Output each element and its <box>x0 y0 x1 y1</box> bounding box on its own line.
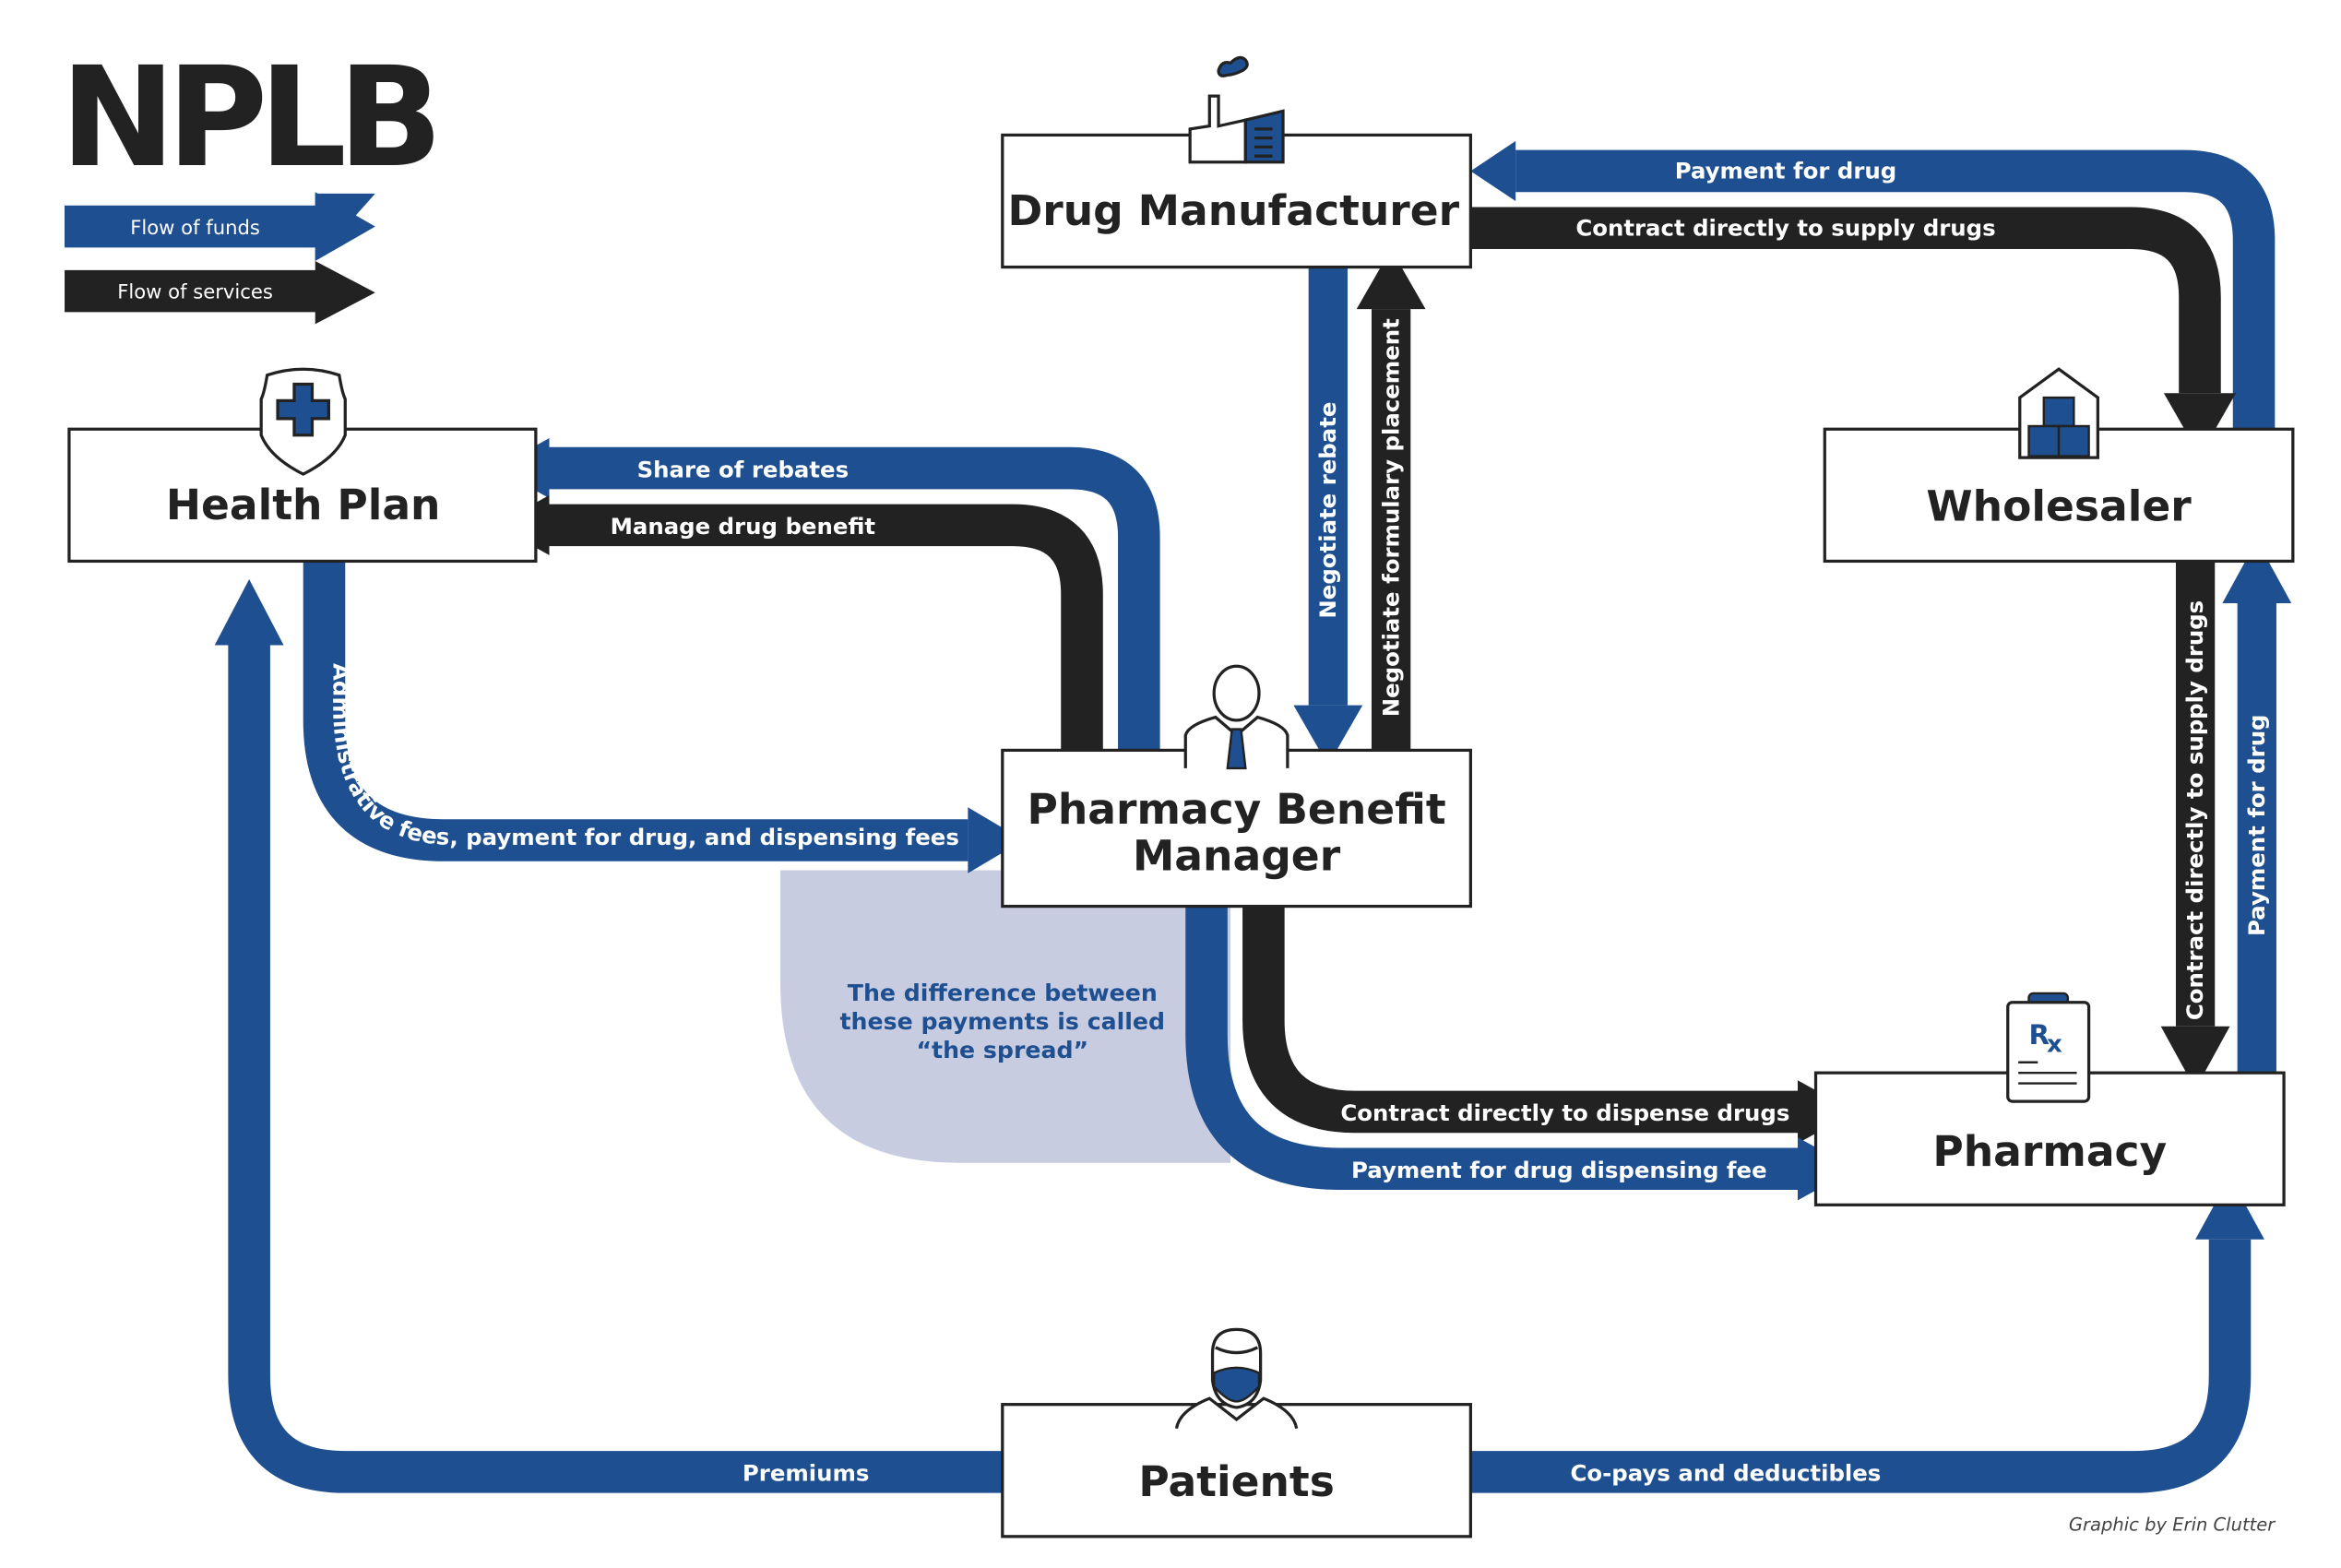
spread-note-line2: these payments is called <box>840 1008 1166 1035</box>
flow-label: Payment for drug <box>2243 714 2270 936</box>
flow-label: Payment for drug <box>1675 158 1897 184</box>
node-box <box>1001 748 1472 909</box>
flow-label: Negotiate rebate <box>1314 402 1341 619</box>
flow-manufacturer-to-wholesaler-contract: Contract directly to supply drugs <box>1470 207 2237 457</box>
shield-cross-icon <box>259 367 347 476</box>
arrowhead <box>1293 705 1363 766</box>
node-title: Pharmacy <box>1932 1127 2167 1176</box>
flow-path <box>1185 906 1798 1191</box>
spread-note-line1: The difference between <box>848 980 1158 1006</box>
legend-services-arrow <box>65 261 375 325</box>
legend-services-label: Flow of services <box>117 280 273 303</box>
flow-path <box>1470 1239 2252 1493</box>
flow-patients-to-pharmacy-copays: Co-pays and deductibles <box>1470 1176 2264 1493</box>
arrowhead <box>2160 1026 2230 1090</box>
flow-path <box>228 645 1003 1493</box>
node-title-line1: Pharmacy Benefit <box>1027 785 1445 834</box>
arrowhead <box>2163 393 2237 457</box>
flow-manufacturer-to-pbm-rebate: Negotiate rebate <box>1293 267 1363 766</box>
flow-label: Contract directly to supply drugs <box>1575 214 1995 241</box>
svg-text:R: R <box>2029 1019 2050 1051</box>
spread-note: The difference between these payments is… <box>840 980 1166 1063</box>
flow-path <box>2175 561 2216 1027</box>
flow-label: Contract directly to supply drugs <box>2181 600 2208 1020</box>
legend-funds-arrow-shape <box>65 192 375 262</box>
flow-label: Share of rebates <box>637 456 850 482</box>
node-pbm: Pharmacy Benefit Manager <box>1001 664 1472 909</box>
prescription-clipboard-icon: R x <box>2006 992 2091 1103</box>
businessman-icon <box>1183 664 1289 770</box>
flow-path <box>303 561 968 861</box>
node-pharmacy: R x Pharmacy <box>1813 992 2286 1206</box>
flow-path <box>1371 309 1411 751</box>
flow-label: Contract directly to dispense drugs <box>1340 1099 1789 1126</box>
graphic-credit: Graphic by Erin Clutter <box>2069 1514 2276 1535</box>
factory-icon <box>1188 55 1285 164</box>
flow-pbm-to-manufacturer-formulary: Negotiate formulary placement <box>1356 249 1426 751</box>
flow-path <box>1242 906 1798 1134</box>
node-title: Wholesaler <box>1926 481 2192 530</box>
arrowhead <box>2222 540 2292 603</box>
node-title: Patients <box>1138 1457 1334 1506</box>
flow-path <box>549 446 1160 751</box>
spread-note-line3: “the spread” <box>916 1037 1088 1063</box>
arrowhead <box>1356 249 1426 310</box>
flow-path <box>1308 267 1348 706</box>
node-patients: Patients <box>1001 1327 1472 1538</box>
flow-label: Co-pays and deductibles <box>1571 1460 1882 1487</box>
arrowhead <box>968 807 1024 873</box>
arrowhead <box>1470 140 1516 201</box>
flow-patients-to-healthplan-premiums: Premiums <box>214 578 1003 1493</box>
flow-pbm-to-pharmacy-contract: Contract directly to dispense drugs <box>1242 906 1855 1144</box>
flow-wholesaler-to-manufacturer-payment: Payment for drug <box>1470 140 2276 433</box>
flow-path <box>2237 602 2276 1074</box>
spread-area <box>780 870 1231 1163</box>
flow-label: Negotiate formulary placement <box>1377 318 1404 717</box>
logo-text: NPLB <box>60 38 434 198</box>
warehouse-boxes-icon <box>2018 367 2099 459</box>
flow-pbm-to-pharmacy-payment: Payment for drug dispensing fee <box>1185 906 1855 1201</box>
flow-label: Payment for drug dispensing fee <box>1351 1157 1767 1183</box>
legend: Flow of funds Flow of services <box>65 192 375 325</box>
node-title: Drug Manufacturer <box>1008 186 1460 235</box>
flow-path <box>1470 207 2221 394</box>
flow-pbm-to-healthplan-benefit: Manage drug benefit <box>494 494 1103 751</box>
node-title: Health Plan <box>166 481 441 529</box>
legend-funds: Flow of funds <box>65 192 375 262</box>
flow-healthplan-to-pbm-fees: Administrative fees, payment for drug, a… <box>303 561 1024 873</box>
node-health-plan: Health Plan <box>67 367 538 564</box>
flow-pharmacy-to-wholesaler-payment: Payment for drug <box>2222 540 2292 1074</box>
masked-patient-icon <box>1174 1327 1299 1430</box>
node-wholesaler: Wholesaler <box>1823 367 2295 564</box>
node-title-line2: Manager <box>1133 832 1341 881</box>
flow-path <box>1515 149 2276 433</box>
legend-funds-label: Flow of funds <box>130 216 260 239</box>
svg-text:x: x <box>2047 1030 2062 1058</box>
node-drug-manufacturer: Drug Manufacturer <box>1001 55 1472 269</box>
flow-label: Manage drug benefit <box>611 513 876 540</box>
arrowhead <box>2195 1176 2264 1240</box>
flow-path <box>549 504 1103 751</box>
legend-services: Flow of services <box>65 261 375 325</box>
nplb-logo: NPLB <box>60 38 443 198</box>
arrowhead <box>214 578 284 646</box>
flow-pbm-to-healthplan-rebates: Share of rebates <box>494 438 1160 751</box>
flow-label: Premiums <box>743 1460 870 1487</box>
flow-wholesaler-to-pharmacy-contract: Contract directly to supply drugs <box>2160 561 2230 1090</box>
